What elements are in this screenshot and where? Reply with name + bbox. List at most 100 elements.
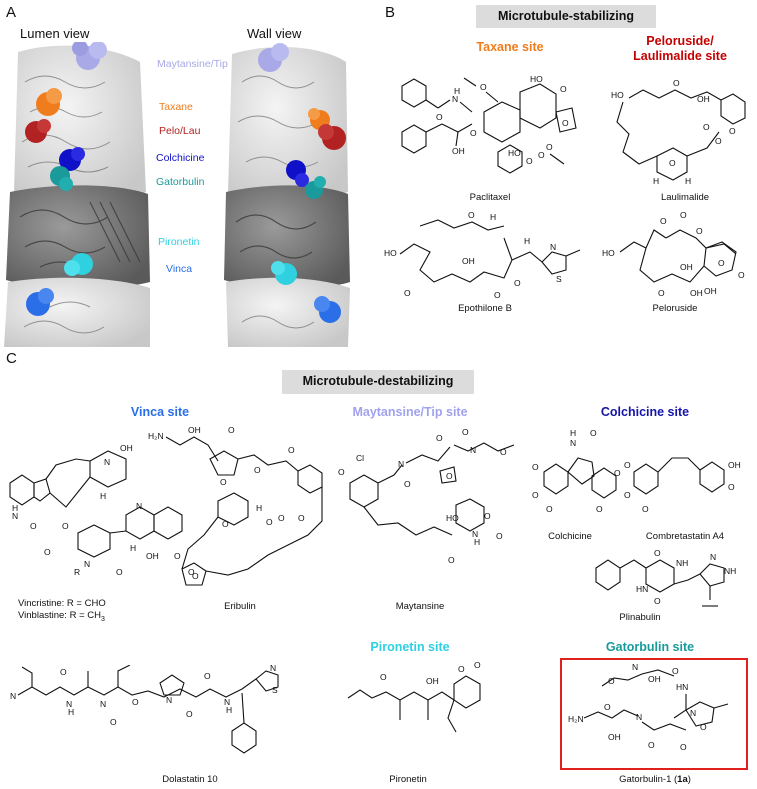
wall-pelo-lau-blob [318,124,346,150]
panel-b-letter: B [385,4,396,21]
pironetin-site-blob [64,253,93,276]
svg-text:H: H [454,86,460,96]
gatorbulin-1-code: 1a [677,774,688,785]
wall-vinca-blob [314,296,341,323]
eribulin-label: Eribulin [224,601,256,612]
svg-text:N: N [550,242,556,252]
svg-text:N: N [710,552,716,562]
svg-text:H: H [653,176,659,186]
svg-text:O: O [560,84,567,94]
gatorbulin-site-blob [50,166,73,191]
maytansine-site-blob [72,42,107,70]
wall-gatorbulin-blob [305,176,326,199]
site-label-taxane: Taxane [159,101,193,113]
vinblastine-subscript: 3 [101,615,105,623]
peloruside-label: Peloruside [652,303,698,314]
svg-text:O: O [278,513,285,523]
svg-text:O: O [642,504,649,514]
vinca-site-blob [26,288,54,316]
peloruside-site-title: Peloruside/ Laulimalide site [610,34,750,64]
wall-view-title: Wall view [247,26,302,41]
maytansine-site-title: Maytansine/Tip site [352,405,468,419]
svg-text:O: O [380,672,387,682]
peloruside-title-line2: Laulimalide site [633,49,727,63]
svg-text:OH: OH [188,425,201,435]
svg-text:N: N [636,712,642,722]
svg-text:O: O [222,519,229,529]
svg-text:HO: HO [446,513,459,523]
taxane-site-blob [36,88,62,116]
svg-text:O: O [338,467,345,477]
svg-text:O: O [546,504,553,514]
panel-c-letter: C [6,350,17,367]
svg-text:O: O [696,226,703,236]
svg-text:OH: OH [704,286,717,296]
stabilizing-banner: Microtubule-stabilizing [476,5,656,28]
svg-text:O: O [654,596,661,606]
svg-text:N: N [398,459,404,469]
wall-colchicine-blob [286,160,309,187]
svg-text:OH: OH [728,460,741,470]
svg-text:O: O [680,742,687,752]
svg-text:O: O [404,288,411,298]
svg-text:OH: OH [462,256,475,266]
svg-text:O: O [60,667,67,677]
svg-text:O: O [174,551,181,561]
svg-text:OH: OH [146,551,159,561]
wall-pironetin-blob [271,261,297,285]
vinblastine-text: Vinblastine: R = CH [18,610,101,621]
svg-text:Cl: Cl [356,453,364,463]
svg-text:O: O [298,513,305,523]
svg-text:O: O [494,290,501,300]
combretastatin-a4-structure: OOO OHO [624,457,741,514]
svg-text:O: O [204,671,211,681]
svg-text:OH: OH [120,443,133,453]
svg-text:OH: OH [452,146,465,156]
svg-text:OH: OH [426,676,439,686]
dolastatin-10-structure: N ONH NOO N OO NH NS [10,665,279,754]
site-label-maytansine: Maytansine/Tip [157,58,228,70]
svg-text:H: H [130,543,136,553]
svg-text:O: O [614,468,621,478]
svg-text:N: N [632,662,638,672]
svg-text:N: N [12,511,18,521]
svg-text:O: O [608,676,615,686]
site-label-vinca: Vinca [166,263,193,275]
svg-text:R: R [74,567,80,577]
svg-text:O: O [729,126,736,136]
svg-text:N: N [84,559,90,569]
svg-text:H: H [12,503,18,513]
svg-text:N: N [270,665,276,673]
svg-text:O: O [462,427,469,437]
panel-a-letter: A [6,4,17,21]
svg-text:N: N [570,438,576,448]
svg-text:NH: NH [724,566,736,576]
svg-text:N: N [452,94,458,104]
lumen-view-structure [4,42,150,347]
svg-text:H: H [474,537,480,547]
svg-text:O: O [648,740,655,750]
svg-text:HO: HO [530,74,543,84]
svg-text:O: O [480,82,487,92]
pelo-lau-site-blob [25,119,51,143]
svg-text:O: O [116,567,123,577]
svg-text:O: O [470,128,477,138]
svg-text:HO: HO [384,248,397,258]
svg-text:N: N [66,699,72,709]
maytansine-label: Maytansine [395,601,445,612]
svg-text:N: N [224,697,230,707]
svg-text:O: O [715,136,722,146]
svg-text:N: N [470,445,476,455]
svg-text:O: O [446,471,453,481]
lumen-view-title: Lumen view [20,26,90,41]
svg-text:H: H [100,491,106,501]
vinblastine-label: Vinblastine: R = CH3 [18,610,158,623]
svg-text:O: O [484,511,491,521]
